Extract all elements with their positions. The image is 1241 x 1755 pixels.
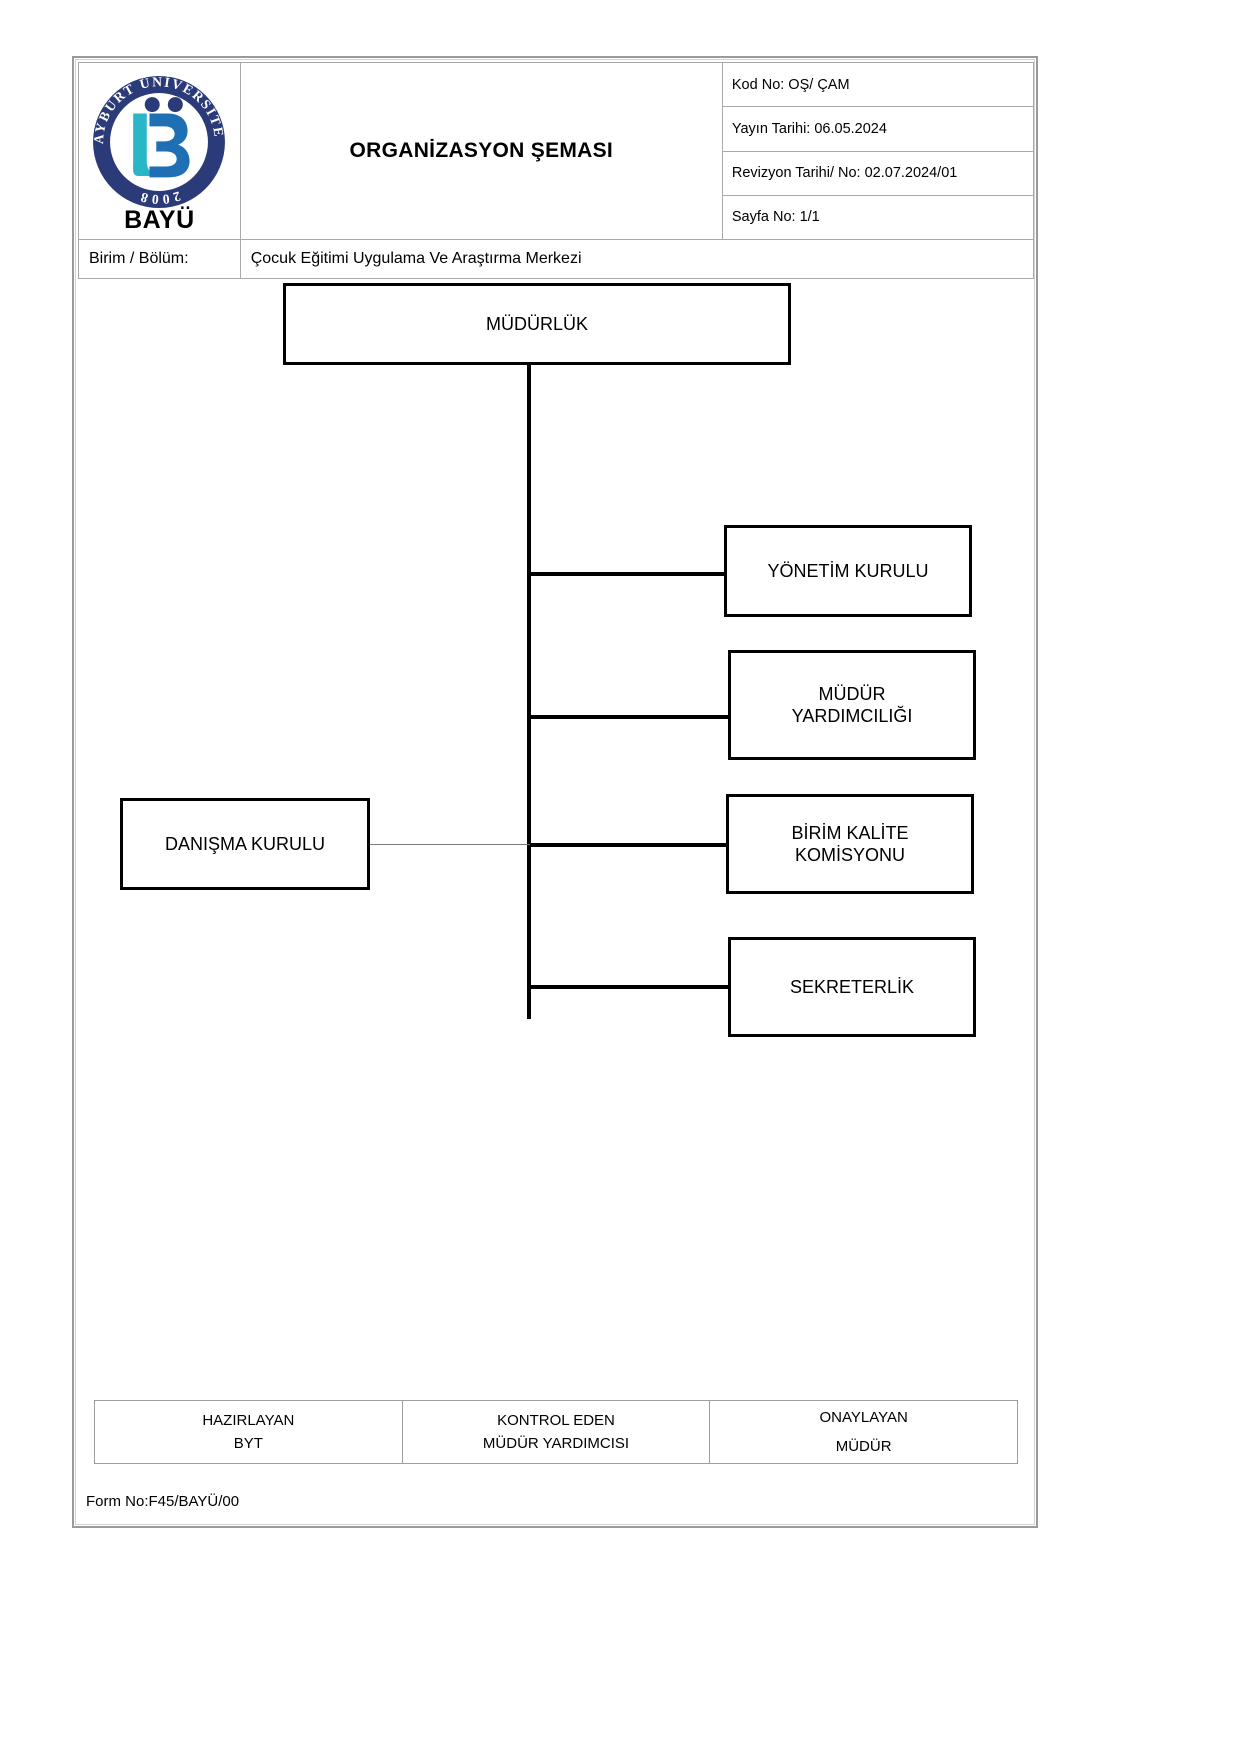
node-mudurluk-label: MÜDÜRLÜK [485,313,588,334]
form-number: Form No:F45/BAYÜ/00 [86,1493,240,1510]
edge-to-mudur-yardimciligi [527,715,729,719]
document-header-table: BAYBURT ÜNİVERSİTESİ 2008 BAYÜ [78,61,1035,279]
unit-label: Birim / Bölüm: [78,239,241,279]
node-birim-kalite-komisyonu[interactable]: BİRİM KALİTE KOMİSYONU [726,794,974,894]
meta-sayfa-no: Sayfa No: 1/1 [721,194,1035,241]
logo-abbreviation: BAYÜ [124,205,195,234]
node-danisma-kurulu[interactable]: DANIŞMA KURULU [120,798,370,890]
page-inner-border [75,59,1035,1525]
unit-value: Çocuk Eğitimi Uygulama Ve Araştırma Merk… [239,239,1035,279]
signature-name-kontrol-eden: MÜDÜR YARDIMCISI [482,1435,630,1452]
edge-trunk-vertical [527,363,531,1019]
edge-to-yonetim-kurulu [527,572,729,576]
node-sekreterlik[interactable]: SEKRETERLİK [728,937,976,1037]
meta-kod-no: Kod No: OŞ/ ÇAM [721,61,1035,108]
signature-name-onaylayan: MÜDÜR [835,1438,892,1455]
node-mudur-yardimciligi-label-line2: YARDIMCILIĞI [791,706,913,726]
signature-role-kontrol-eden: KONTROL EDEN [497,1411,615,1429]
edge-to-birim-kalite [527,843,729,847]
signature-role-onaylayan: ONAYLAYAN [819,1408,908,1426]
node-yonetim-kurulu-label: YÖNETİM KURULU [767,560,929,581]
page-title: ORGANİZASYON ŞEMASI [349,139,614,162]
university-logo: BAYBURT ÜNİVERSİTESİ 2008 BAYÜ [79,74,240,233]
signature-cell-onaylayan: ONAYLAYAN MÜDÜR [709,1400,1018,1464]
table-row: HAZIRLAYAN BYT KONTROL EDEN MÜDÜR YARDIM… [94,1400,1018,1464]
organization-chart: MÜDÜRLÜK YÖNETİM KURULU MÜDÜR YARDIMCILI… [78,273,1034,1373]
logo-cell: BAYBURT ÜNİVERSİTESİ 2008 BAYÜ [78,62,241,240]
signature-table: HAZIRLAYAN BYT KONTROL EDEN MÜDÜR YARDIM… [94,1400,1018,1464]
university-seal-icon: BAYBURT ÜNİVERSİTESİ 2008 [91,74,225,208]
node-mudur-yardimciligi[interactable]: MÜDÜR YARDIMCILIĞI [728,650,976,760]
signature-name-hazirlayan: BYT [233,1435,263,1452]
signature-cell-kontrol-eden: KONTROL EDEN MÜDÜR YARDIMCISI [401,1400,711,1464]
node-danisma-kurulu-label: DANIŞMA KURULU [164,833,326,854]
meta-revizyon-tarihi: Revizyon Tarihi/ No: 02.07.2024/01 [721,150,1035,196]
document-page: BAYBURT ÜNİVERSİTESİ 2008 BAYÜ [72,56,1038,1528]
signature-role-hazirlayan: HAZIRLAYAN [202,1411,295,1429]
meta-yayin-tarihi: Yayın Tarihi: 06.05.2024 [721,106,1035,152]
edge-to-sekreterlik [527,985,729,989]
node-birim-kalite-label-line2: KOMİSYONU [794,845,905,865]
node-birim-kalite-label-line1: BİRİM KALİTE [791,822,909,843]
document-title-cell: ORGANİZASYON ŞEMASI [239,62,723,240]
node-yonetim-kurulu[interactable]: YÖNETİM KURULU [724,525,972,617]
node-sekreterlik-label: SEKRETERLİK [789,976,915,997]
node-mudur-yardimciligi-label-line1: MÜDÜR [818,683,886,704]
signature-cell-hazirlayan: HAZIRLAYAN BYT [94,1400,403,1464]
edge-to-danisma-kurulu [368,844,530,845]
node-mudurluk[interactable]: MÜDÜRLÜK [283,283,791,365]
